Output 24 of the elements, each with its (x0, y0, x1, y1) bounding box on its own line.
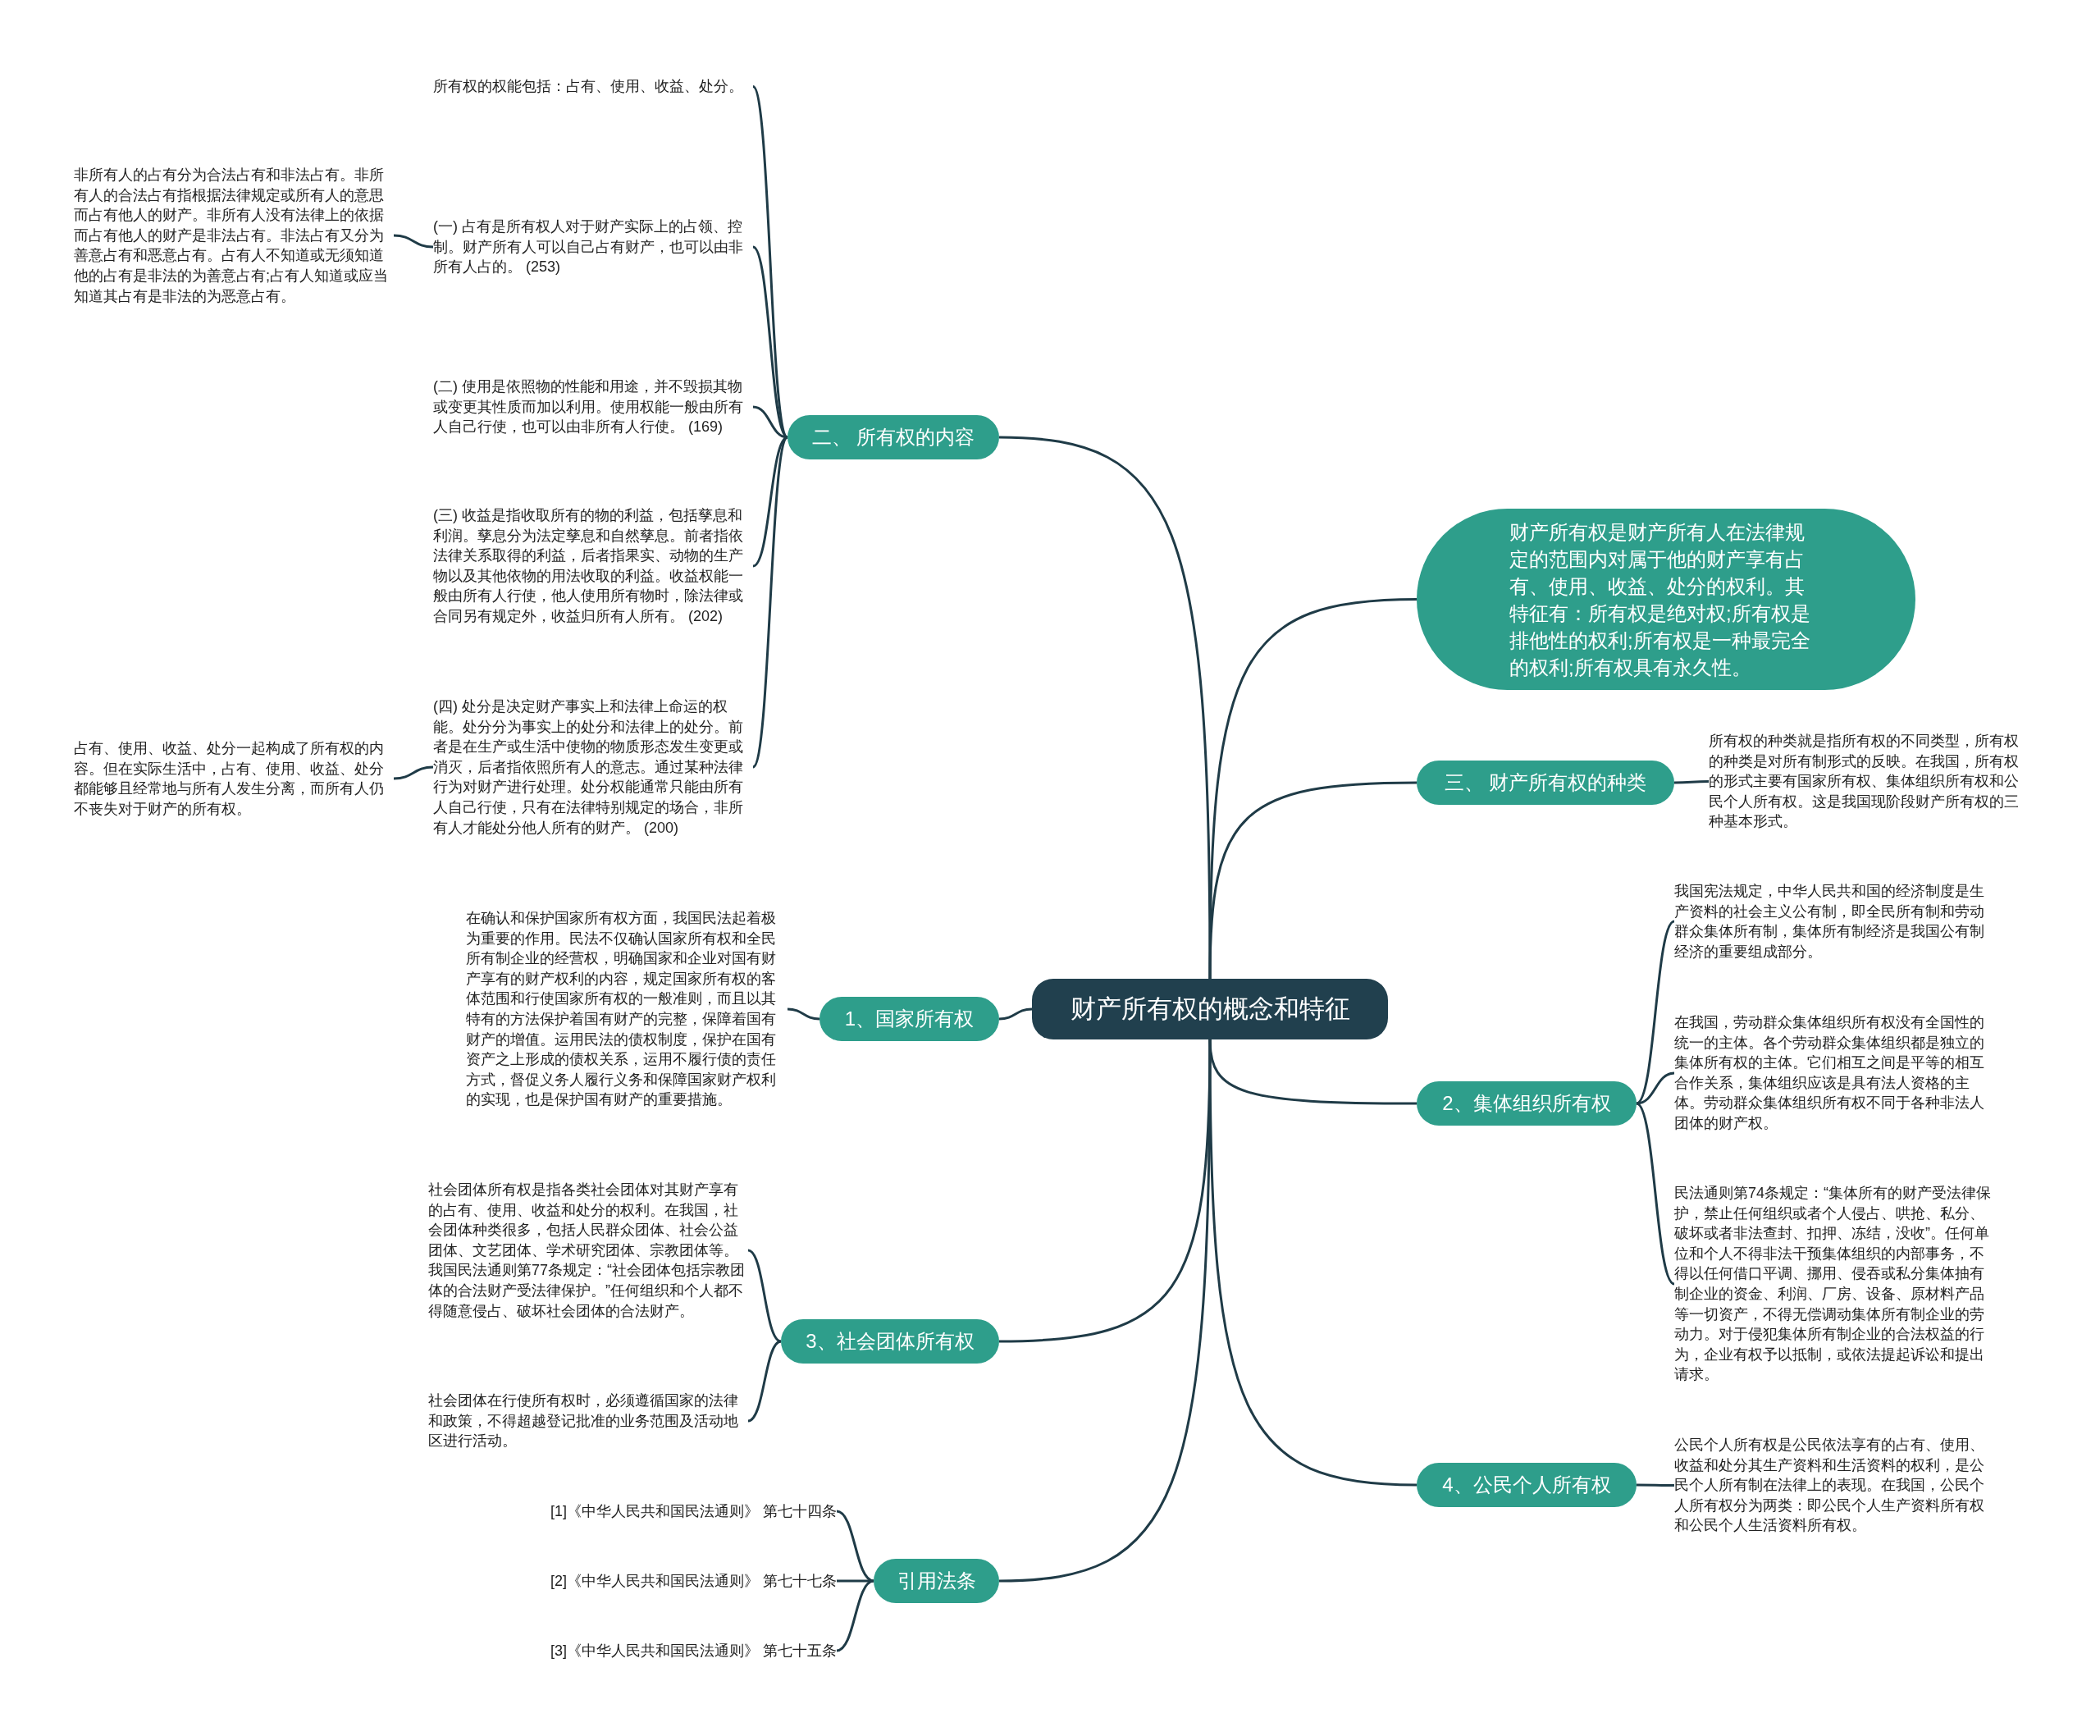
connector-line (787, 1007, 820, 1021)
topic-pill: 4、公民个人所有权 (1417, 1463, 1637, 1507)
connector-line (1674, 780, 1709, 784)
topic-pill: 1、国家所有权 (819, 997, 999, 1041)
connector-line (1636, 1071, 1675, 1105)
connector-line (1208, 1039, 1418, 1487)
topic-pill: 2、集体组织所有权 (1417, 1081, 1637, 1126)
connector-line (1636, 1102, 1675, 1286)
topic-pill: 三、 财产所有权的种类 (1417, 761, 1674, 805)
connector-line (747, 1340, 782, 1423)
connector-line (393, 234, 434, 249)
connector-line (836, 1579, 874, 1652)
connector-line (998, 1039, 1212, 1583)
connector-line (1208, 781, 1418, 980)
topic-pill: 3、社会团体所有权 (781, 1319, 999, 1364)
connector-line (1208, 598, 1418, 979)
connector-line (998, 1007, 1033, 1021)
connector-line (747, 1249, 782, 1343)
connector-line (1637, 1483, 1674, 1487)
central-topic: 财产所有权的概念和特征 (1032, 979, 1388, 1039)
connector-line (393, 765, 434, 780)
topic-pill: 引用法条 (874, 1559, 999, 1603)
topic-pill: 二、 所有权的内容 (788, 415, 999, 459)
connector-line (836, 1510, 874, 1583)
